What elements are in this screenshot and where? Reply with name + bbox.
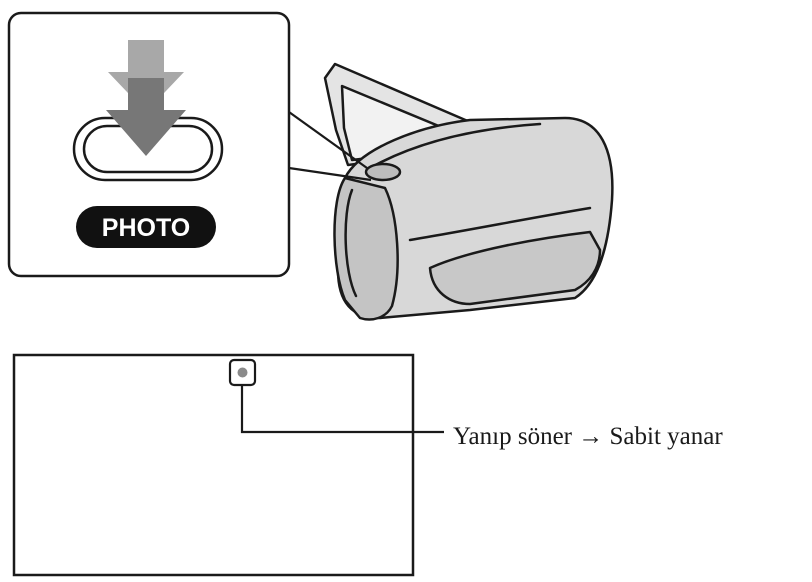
caption-to-state: Sabit yanar bbox=[610, 423, 724, 450]
photo-button-inset: PHOTO bbox=[7, 11, 291, 278]
lcd-screen-frame bbox=[12, 353, 415, 577]
focus-dot-icon bbox=[228, 358, 257, 387]
photo-label: PHOTO bbox=[102, 214, 190, 242]
camcorder-photo-button bbox=[364, 162, 402, 182]
camcorder-lens-rim bbox=[344, 188, 358, 298]
arrow-back bbox=[108, 40, 184, 112]
callout-pointer bbox=[288, 111, 372, 182]
callout-leader-line bbox=[240, 386, 444, 434]
camcorder-side-seam bbox=[408, 206, 592, 242]
arrow-front bbox=[106, 78, 186, 156]
press-down-arrow-icon bbox=[106, 40, 186, 156]
camcorder-lens-front bbox=[333, 176, 399, 321]
lcd-screen bbox=[12, 353, 444, 577]
camcorder-top-ridge bbox=[368, 122, 542, 170]
photo-badge bbox=[76, 206, 216, 248]
caption-from-state: Yanıp söner bbox=[453, 423, 573, 450]
camcorder-illustration bbox=[323, 62, 614, 321]
focus-indicator-caption: Yanıp söner → Sabit yanar bbox=[453, 423, 723, 450]
camcorder-hand-strap bbox=[428, 230, 602, 306]
caption-arrow: → bbox=[578, 423, 603, 450]
